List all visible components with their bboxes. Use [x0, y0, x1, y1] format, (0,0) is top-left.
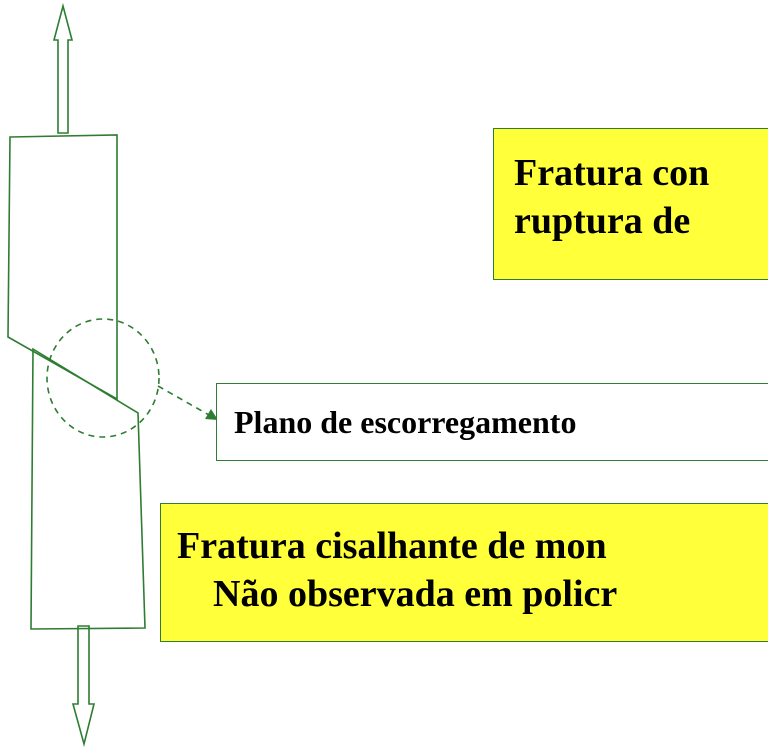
lower-specimen-half: [30, 347, 146, 630]
slip-plane-pointer: [157, 385, 210, 416]
shear-fracture-box: Fratura cisalhante de mon Não observada …: [160, 503, 768, 642]
shear-fracture-line2: Não observada em policr: [213, 573, 618, 615]
upper-specimen-half: [7, 134, 118, 401]
pointer-arrowhead-icon: [205, 409, 218, 420]
tension-arrow-up-icon: [52, 2, 74, 134]
shear-fracture-line1: Fratura cisalhante de mon: [177, 525, 607, 567]
slip-plane-highlight-circle: [46, 318, 160, 438]
slip-plane-label: Plano de escorregamento: [234, 404, 577, 440]
brittle-fracture-line2: ruptura de: [514, 200, 691, 242]
brittle-fracture-box: Fratura con ruptura de: [493, 128, 768, 280]
brittle-fracture-line1: Fratura con: [514, 152, 710, 194]
slip-plane-label-box: Plano de escorregamento: [216, 383, 768, 461]
tension-arrow-down-icon: [71, 625, 96, 748]
